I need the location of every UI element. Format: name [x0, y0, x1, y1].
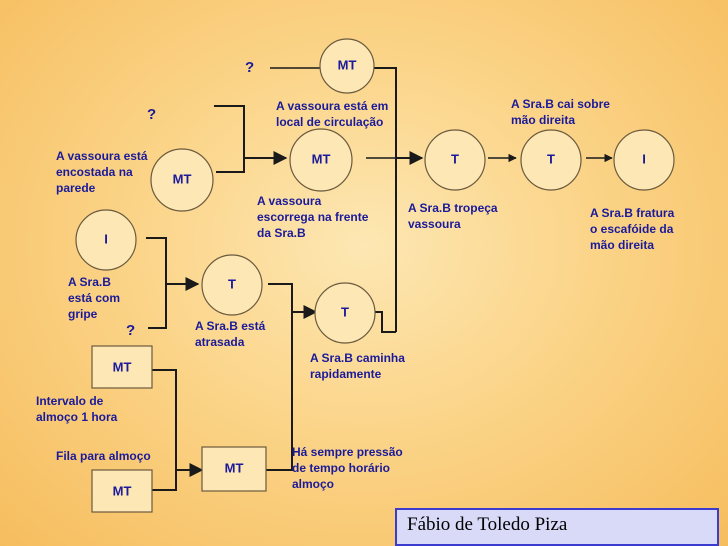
label-tropeca: A Sra.B tropeça vassoura — [408, 201, 501, 231]
node-mt-fila-merge: MT — [201, 446, 267, 492]
node-t-caminha-text: T — [341, 304, 349, 319]
node-mt-bottom: MT — [91, 469, 153, 513]
node-mt-intervalo: MT — [91, 345, 153, 389]
label-pressao: Há sempre pressão de tempo horário almoç… — [292, 445, 406, 491]
node-t-tropeca: T — [424, 129, 486, 191]
node-mt-top: MT — [319, 38, 375, 94]
node-t-atrasada-text: T — [228, 276, 236, 291]
node-t-atrasada: T — [201, 254, 263, 316]
unknown-q-top: ? — [245, 59, 254, 76]
connector-to-t-atrasada — [148, 277, 200, 329]
node-i-fratura: I — [613, 129, 675, 191]
label-cai: A Sra.B cai sobre mão direita — [511, 97, 613, 127]
label-caminha: A Sra.B caminha rapidamente — [310, 351, 408, 381]
connector-mt-top-to-junction — [374, 67, 397, 155]
connector-t-caminha-to-junction — [370, 311, 396, 333]
node-mt-left: MT — [150, 148, 214, 212]
node-mt-center-text: MT — [312, 151, 331, 166]
label-fila: Fila para almoço — [56, 449, 151, 463]
author-credit-box: Fábio de Toledo Piza — [395, 508, 719, 546]
node-i-fratura-text: I — [642, 151, 646, 166]
node-i-gripe-text: I — [104, 231, 108, 246]
node-t-caminha: T — [314, 282, 376, 344]
node-t-cai-text: T — [547, 151, 555, 166]
connector-to-mt-fila-merge — [152, 463, 204, 491]
connector-t-atrasada-to-t-caminha — [268, 283, 318, 319]
connector-to-mt-center — [216, 151, 288, 173]
connector-i-gripe — [146, 237, 167, 284]
connector-pressure-line — [266, 312, 293, 471]
connector-mt-intervalo — [152, 369, 177, 470]
connector-q-left — [214, 105, 245, 158]
node-mt-left-text: MT — [173, 171, 192, 186]
author-name: Fábio de Toledo Piza — [407, 514, 568, 535]
node-mt-fila-merge-text: MT — [225, 460, 244, 475]
node-mt-top-text: MT — [338, 57, 357, 72]
label-vassoura-escorrega: A vassoura escorrega na frente da Sra.B — [257, 194, 372, 240]
node-t-cai: T — [520, 129, 582, 191]
node-mt-center: MT — [289, 128, 353, 192]
node-i-gripe: I — [75, 209, 137, 271]
unknown-q-left: ? — [147, 106, 156, 123]
connectors — [146, 67, 613, 491]
node-t-tropeca-text: T — [451, 151, 459, 166]
label-gripe: A Sra.B está com gripe — [68, 275, 123, 321]
label-fratura: A Sra.B fratura o escafóide da mão direi… — [590, 206, 678, 252]
node-mt-bottom-text: MT — [113, 483, 132, 498]
label-vassoura-circulacao: A vassoura está em local de circulação — [276, 99, 392, 129]
label-intervalo: Intervalo de almoço 1 hora — [36, 394, 118, 424]
node-mt-intervalo-text: MT — [113, 359, 132, 374]
unknown-q-mid: ? — [126, 322, 135, 339]
label-atrasada: A Sra.B está atrasada — [195, 319, 269, 349]
label-vassoura-encostada: A vassoura está encostada na parede — [56, 149, 151, 195]
